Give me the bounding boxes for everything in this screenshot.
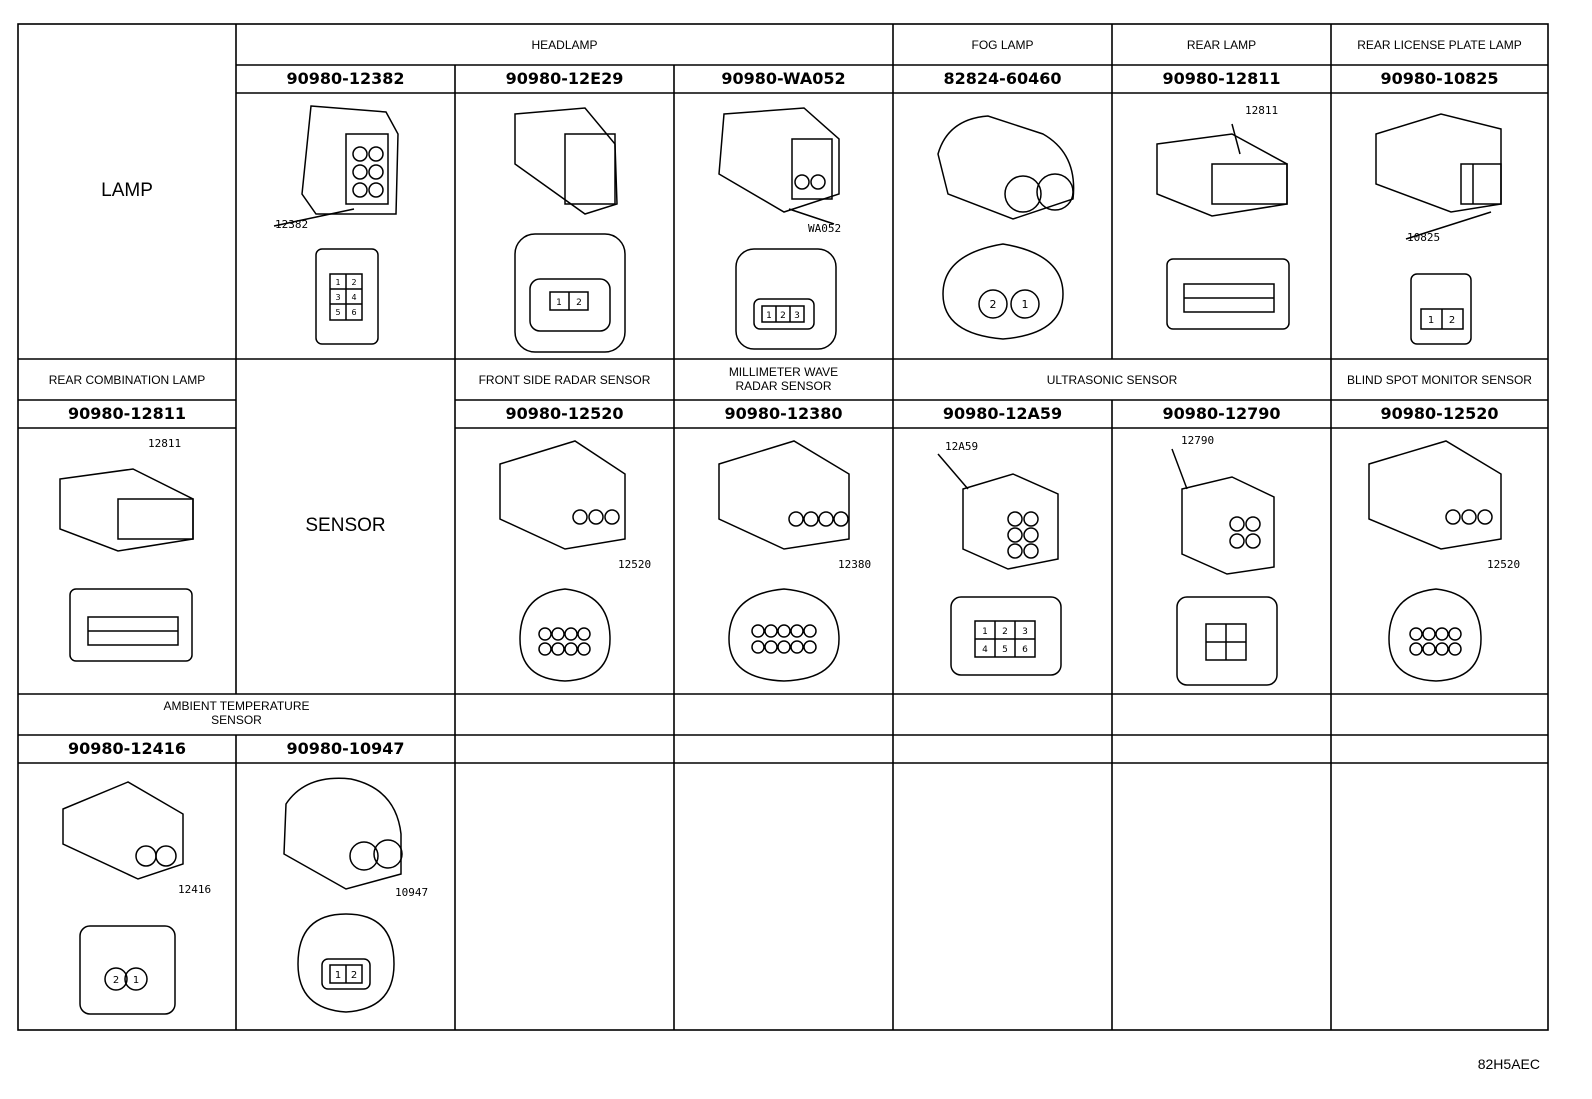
connector-multipin-icon [59, 468, 194, 662]
svg-text:4: 4 [351, 293, 356, 302]
part-number: 90980-12382 [286, 69, 405, 88]
part-number: 90980-12A59 [942, 404, 1063, 423]
connector-6pin-icon: 1 2 3 4 5 6 [273, 105, 399, 345]
svg-text:2: 2 [576, 298, 582, 308]
connector-8pin-icon [1368, 440, 1502, 682]
header-fog-lamp: FOG LAMP [971, 38, 1034, 52]
header-front-side-radar-sensor: FRONT SIDE RADAR SENSOR [478, 373, 651, 387]
part-number: 90980-12380 [724, 404, 843, 423]
header-ultrasonic-sensor: ULTRASONIC SENSOR [1046, 373, 1178, 387]
callout-label: 12520 [1487, 558, 1521, 571]
svg-text:1: 1 [335, 278, 340, 287]
connector-8pin-icon [499, 440, 626, 682]
svg-text:1: 1 [133, 975, 139, 986]
callout-label: 12520 [618, 558, 652, 571]
connector-10pin-icon [718, 440, 850, 682]
part-number: 90980-12811 [68, 404, 186, 423]
part-number: 90980-WA052 [721, 69, 846, 88]
svg-text:1: 1 [335, 970, 341, 981]
svg-text:2: 2 [780, 311, 786, 321]
svg-text:2: 2 [1002, 627, 1008, 637]
svg-text:2: 2 [351, 970, 357, 981]
callout-label: 12380 [838, 558, 872, 571]
callout-label: 12A59 [945, 440, 979, 453]
svg-text:1: 1 [982, 627, 988, 637]
header-rear-license-plate-lamp: REAR LICENSE PLATE LAMP [1357, 38, 1522, 52]
connector-4pin-icon [1171, 448, 1278, 686]
header-rear-combination-lamp: REAR COMBINATION LAMP [48, 373, 206, 387]
callout-label: WA052 [808, 222, 842, 235]
svg-text:2: 2 [990, 298, 997, 311]
part-number: 90980-12520 [505, 404, 624, 423]
svg-text:6: 6 [351, 308, 356, 317]
svg-text:1: 1 [766, 311, 772, 321]
callout-label: 10825 [1407, 231, 1441, 244]
svg-text:5: 5 [335, 308, 340, 317]
part-number: 90980-12811 [1162, 69, 1281, 88]
lamp-group-label: LAMP [101, 180, 153, 201]
callout-label: 12811 [1245, 104, 1279, 117]
callout-label: 12416 [178, 883, 212, 896]
svg-text:3: 3 [1022, 627, 1028, 637]
svg-text:1: 1 [1428, 315, 1434, 326]
svg-text:3: 3 [794, 311, 800, 321]
callout-label: 12790 [1181, 434, 1215, 447]
svg-text:5: 5 [1002, 645, 1008, 655]
diagram-code: 82H5AEC [1477, 1056, 1540, 1072]
svg-text:4: 4 [982, 645, 988, 655]
part-number: 90980-10825 [1380, 69, 1499, 88]
connector-multipin-icon [1156, 123, 1290, 330]
header-blind-spot-monitor-sensor: BLIND SPOT MONITOR SENSOR [1347, 373, 1532, 387]
svg-text:2: 2 [351, 278, 356, 287]
svg-text:2: 2 [113, 975, 119, 986]
part-number: 90980-10947 [286, 739, 405, 758]
svg-text:2: 2 [1449, 315, 1455, 326]
callout-label: 12811 [148, 437, 182, 450]
svg-text:1: 1 [556, 298, 562, 308]
svg-text:6: 6 [1022, 645, 1028, 655]
svg-text:3: 3 [335, 293, 340, 302]
part-number: 90980-12520 [1380, 404, 1499, 423]
header-rear-lamp: REAR LAMP [1186, 38, 1257, 52]
part-number: 82824-60460 [943, 69, 1062, 88]
part-number: 90980-12E29 [505, 69, 624, 88]
callout-label: 12382 [275, 218, 309, 231]
svg-text:1: 1 [1022, 298, 1029, 311]
header-millimeter-wave-radar-sensor: MILLIMETER WAVE RADAR SENSOR [728, 365, 839, 393]
sensor-group-label: SENSOR [305, 515, 386, 536]
part-number: 90980-12416 [68, 739, 186, 758]
connector-6pin-icon: 1 2 3 4 5 6 [937, 453, 1062, 676]
part-number: 90980-12790 [1162, 404, 1281, 423]
callout-label: 10947 [395, 886, 429, 899]
header-headlamp: HEADLAMP [531, 38, 598, 52]
header-ambient-temperature-sensor: AMBIENT TEMPERATURE SENSOR [163, 699, 310, 727]
